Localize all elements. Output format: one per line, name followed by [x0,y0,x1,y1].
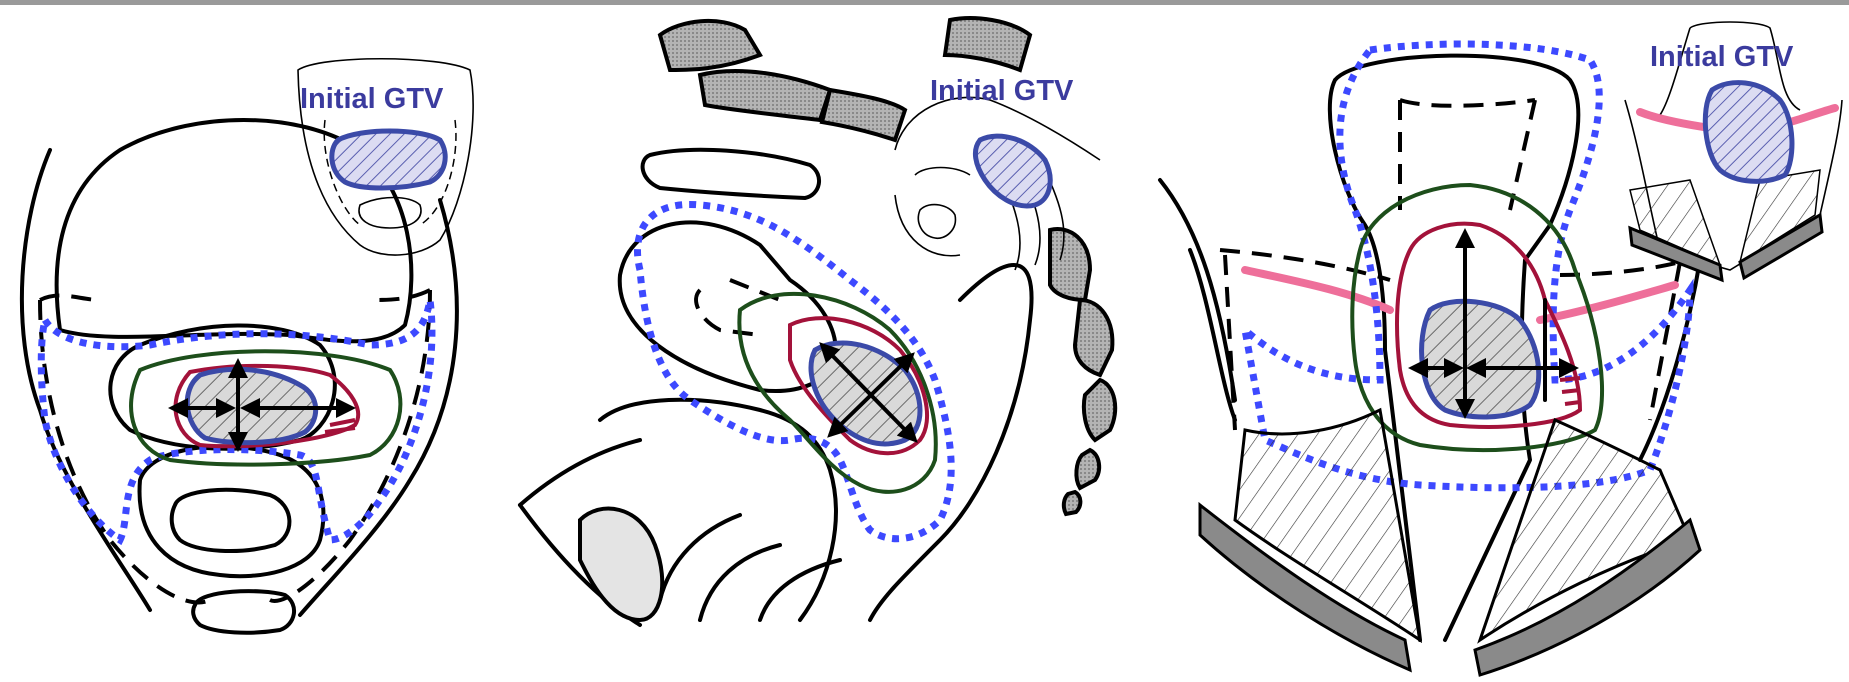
pink-line-left [1245,270,1390,310]
vaginal-canal-sagittal [660,515,840,620]
inset-sagittal-bladder [918,205,955,239]
coronal-panel: Initial GTV [1160,22,1842,675]
coccyx-segment-3 [1084,380,1115,440]
inset-axial-gtv [332,131,445,188]
pubic-symphysis [580,509,662,620]
blue-dotted-contour-coronal [1245,44,1690,488]
uterus-outer-sagittal [520,400,836,620]
gtv-coronal [1422,301,1539,417]
axial-panel: Initial GTV [22,59,473,633]
lumbar-vertebra [945,18,1030,70]
inset-axial-label: Initial GTV [300,83,444,115]
coronal-side-wall-left [1160,180,1235,420]
inset-axial-rectum [359,198,421,229]
rectum-inner [172,490,290,551]
sacrum-segment-3 [822,90,905,140]
pelvic-wall-left [22,150,150,610]
coccyx-segment-2 [1075,300,1112,375]
inset-coronal-gtv [1705,83,1792,182]
sacrum-segment-2 [700,71,830,120]
sagittal-panel: Initial GTV [520,18,1115,625]
inset-sagittal-bowel [915,168,970,176]
sacrum-segment-1 [660,21,760,70]
coronal-inset: Initial GTV [1625,22,1842,280]
gtv-axial [187,369,315,442]
coccyx-segment-4 [1076,450,1099,488]
pink-line-right [1540,285,1675,320]
coccyx-segment-5 [1064,492,1081,514]
bowel-loop-upper [643,150,819,198]
inset-sagittal-label: Initial GTV [930,75,1074,107]
inset-sagittal-gtv [975,136,1050,206]
inset-coronal-label: Initial GTV [1650,41,1794,73]
bladder-outline-sagittal [620,222,836,391]
coccyx-outline [193,591,294,633]
coccyx-segment-1 [1050,229,1090,300]
